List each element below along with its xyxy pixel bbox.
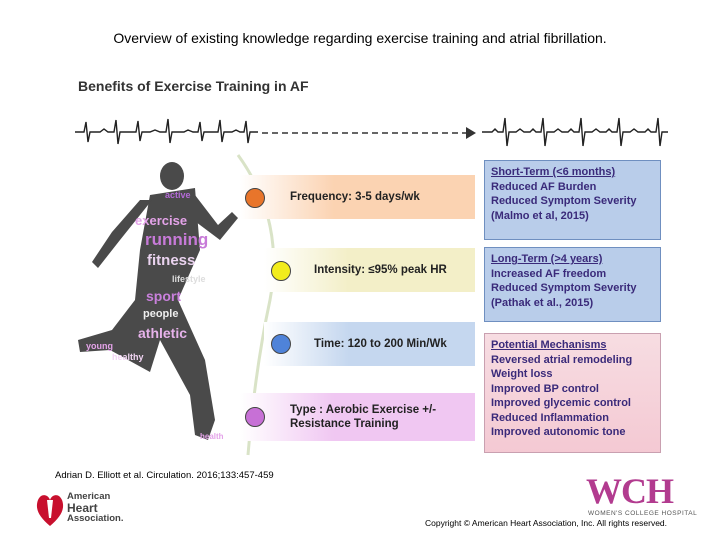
wch-logo: WCH WOMEN'S COLLEGE HOSPITAL [582, 470, 712, 530]
aha-logo-text: Association. [67, 513, 124, 524]
word-cloud-item: lifestyle [172, 274, 206, 284]
frequency-dot-icon [245, 188, 265, 208]
outcome-line: Reversed atrial remodeling [491, 353, 633, 366]
outcome-line: Reduced AF Burden [491, 180, 597, 193]
intensity-dot-icon [271, 261, 291, 281]
outcome-line: (Pathak et al., 2015) [491, 296, 594, 309]
component-intensity: Intensity: ≤95% peak HR [264, 248, 475, 292]
heart-torch-icon [36, 495, 64, 526]
component-label: Intensity: ≤95% peak HR [314, 264, 447, 276]
time-dot-icon [271, 334, 291, 354]
component-type: Type : Aerobic Exercise +/- Resistance T… [240, 393, 475, 441]
component-time: Time: 120 to 200 Min/Wk [264, 322, 475, 366]
outcome-line: Increased AF freedom [491, 267, 607, 280]
component-label: Type : Aerobic Exercise +/- Resistance T… [290, 404, 437, 430]
figure-title: Benefits of Exercise Training in AF [78, 78, 309, 94]
outcome-line: Reduced Symptom Severity [491, 282, 637, 294]
outcome-short-term: Short-Term (<6 months) Reduced AF Burden… [484, 160, 661, 240]
word-cloud-item: healthy [112, 352, 144, 362]
word-cloud-item: fitness [147, 252, 196, 269]
outcome-line: Improved BP control [491, 382, 599, 395]
outcome-line: (Malmo et al, 2015) [491, 209, 589, 222]
word-cloud-item: health [200, 432, 224, 441]
aha-logo: American Heart Association. [35, 488, 145, 533]
component-label: Time: 120 to 200 Min/Wk [314, 338, 447, 350]
component-frequency: Frequency: 3-5 days/wk [240, 175, 475, 219]
outcome-line: Weight loss [491, 368, 553, 380]
aha-logo-text: American [67, 491, 111, 502]
outcome-heading: Long-Term (>4 years) [491, 253, 603, 265]
outcome-mechanisms: Potential Mechanisms Reversed atrial rem… [484, 333, 661, 453]
word-cloud-item: running [145, 230, 209, 249]
type-dot-icon [245, 407, 265, 427]
ecg-sinus-trace [482, 117, 668, 147]
aha-logo-text: Heart [67, 501, 98, 515]
ecg-af-trace [75, 118, 258, 145]
word-cloud-item: athletic [138, 325, 188, 341]
arrow-head-icon [466, 127, 476, 139]
outcome-line: Reduced Symptom Severity [491, 195, 637, 207]
citation: Adrian D. Elliott et al. Circulation. 20… [55, 470, 274, 481]
component-label: Frequency: 3-5 days/wk [290, 191, 420, 203]
outcome-line: Improved glycemic control [491, 397, 631, 409]
wch-logo-letters: WCH [586, 471, 674, 511]
runner-silhouette [78, 162, 238, 440]
word-cloud-item: people [143, 308, 179, 320]
word-cloud-item: active [165, 190, 191, 200]
outcome-long-term: Long-Term (>4 years) Increased AF freedo… [484, 247, 661, 322]
word-cloud-item: exercise [135, 213, 188, 228]
word-cloud-item: young [86, 341, 113, 351]
outcome-heading: Potential Mechanisms [491, 339, 607, 351]
slide-title: Overview of existing knowledge regarding… [113, 30, 607, 46]
copyright: Copyright © American Heart Association, … [425, 518, 668, 528]
word-cloud-item: sport [146, 288, 181, 304]
outcome-line: Reduced Inflammation [491, 411, 609, 424]
outcome-heading: Short-Term (<6 months) [491, 166, 616, 178]
outcome-line: Improved autonomic tone [491, 426, 626, 438]
wch-logo-subtitle: WOMEN'S COLLEGE HOSPITAL [588, 510, 698, 517]
